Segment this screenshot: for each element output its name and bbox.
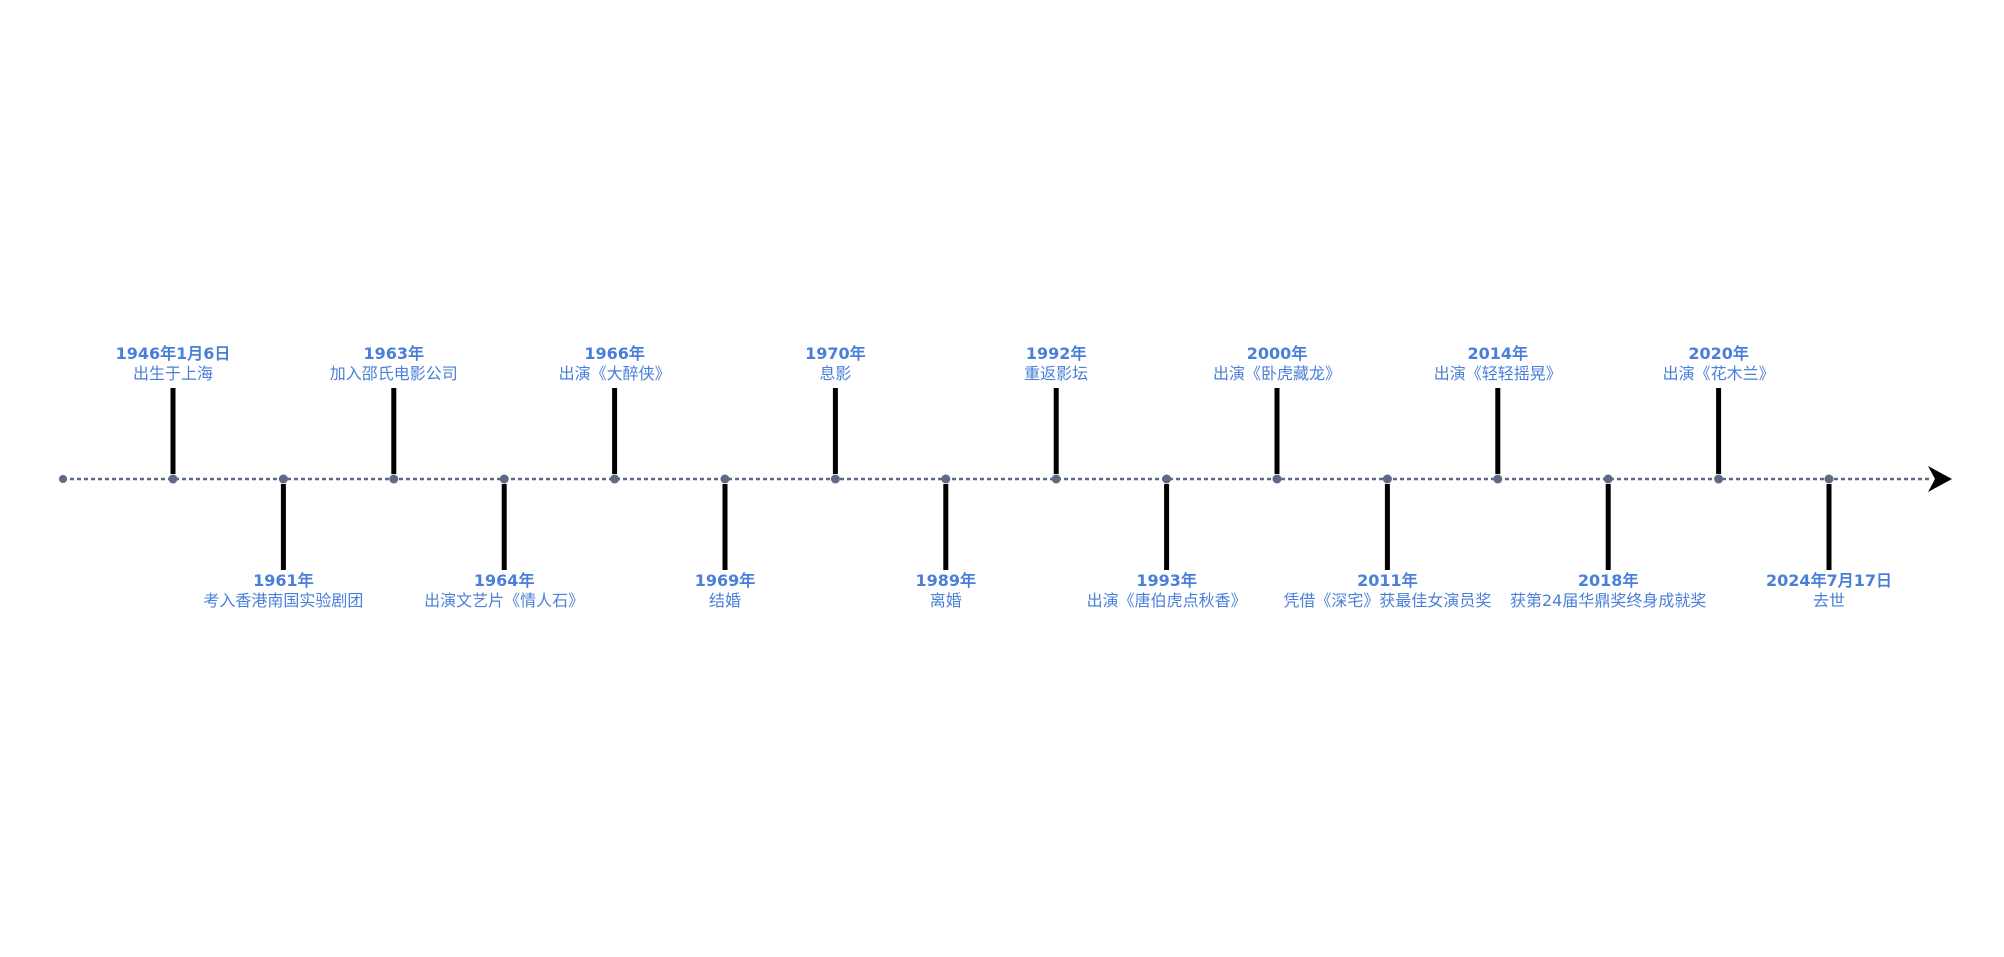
event-node [389,474,399,484]
event-description: 加入邵氏电影公司 [329,364,458,383]
event-date: 2018年 [1577,571,1639,590]
event-description: 考入香港南国实验剧团 [203,591,364,610]
event-label: 2020年出演《花木兰》 [1599,344,1839,384]
event-date: 2020年 [1688,344,1749,363]
event-description: 出演《轻轻摇晃》 [1433,364,1562,383]
event-date: 1961年 [253,571,314,590]
event-date: 1992年 [1025,344,1087,363]
event-date: 2014年 [1467,344,1529,363]
event-date: 1964年 [473,571,535,590]
event-label: 2014年出演《轻轻摇晃》 [1378,344,1618,384]
event-date: 2011年 [1357,571,1418,590]
event-label: 1969年结婚 [605,571,845,611]
event-description: 出演文艺片《情人石》 [424,591,585,610]
event-description: 离婚 [929,591,962,610]
event-label: 1961年考入香港南国实验剧团 [163,571,403,611]
event-date: 1969年 [694,571,756,590]
event-date: 1966年 [584,344,645,363]
event-description: 凭借《深宅》获最佳女演员奖 [1283,591,1492,610]
event-label: 2018年获第24届华鼎奖终身成就奖 [1488,571,1728,611]
event-description: 获第24届华鼎奖终身成就奖 [1510,591,1707,610]
event-node [1824,474,1834,484]
event-description: 结婚 [708,591,741,610]
event-node [941,474,951,484]
event-node [830,474,840,484]
event-date: 1946年1月6日 [115,344,231,363]
event-node [1272,474,1282,484]
event-description: 出演《花木兰》 [1662,364,1775,383]
event-stems [170,388,1832,570]
event-label: 2024年7月17日去世 [1709,571,1949,611]
event-node [610,474,620,484]
event-description: 出演《大醉侠》 [558,364,671,383]
event-description: 出演《唐伯虎点秋香》 [1086,591,1247,610]
event-date: 1993年 [1136,571,1197,590]
event-date: 1970年 [805,344,866,363]
event-node [1162,474,1172,484]
event-label: 1993年出演《唐伯虎点秋香》 [1047,571,1287,611]
event-label: 2000年出演《卧虎藏龙》 [1157,344,1397,384]
event-date: 2000年 [1246,344,1308,363]
event-node [1714,474,1724,484]
event-description: 息影 [819,364,852,383]
event-node [168,474,178,484]
event-date: 1963年 [363,344,425,363]
event-label: 1989年离婚 [826,571,1066,611]
event-nodes [168,474,1834,484]
event-label: 1946年1月6日出生于上海 [53,344,293,384]
event-label: 1964年出演文艺片《情人石》 [384,571,624,611]
event-node [1493,474,1503,484]
event-label: 1963年加入邵氏电影公司 [274,344,514,384]
event-label: 1992年重返影坛 [936,344,1176,384]
event-description: 出演《卧虎藏龙》 [1212,364,1341,383]
event-description: 出生于上海 [132,364,213,383]
event-label: 2011年凭借《深宅》获最佳女演员奖 [1267,571,1507,611]
event-node [499,474,509,484]
timeline-start-dot [59,475,67,483]
event-description: 重返影坛 [1024,364,1089,383]
event-node [1051,474,1061,484]
timeline-arrow-head [1928,466,1952,492]
event-date: 1989年 [915,571,977,590]
event-node [1603,474,1613,484]
event-node [1382,474,1392,484]
event-date: 2024年7月17日 [1766,571,1892,590]
event-label: 1970年息影 [715,344,955,384]
event-label: 1966年出演《大醉侠》 [495,344,735,384]
event-node [720,474,730,484]
event-description: 去世 [1812,591,1845,610]
event-node [278,474,288,484]
